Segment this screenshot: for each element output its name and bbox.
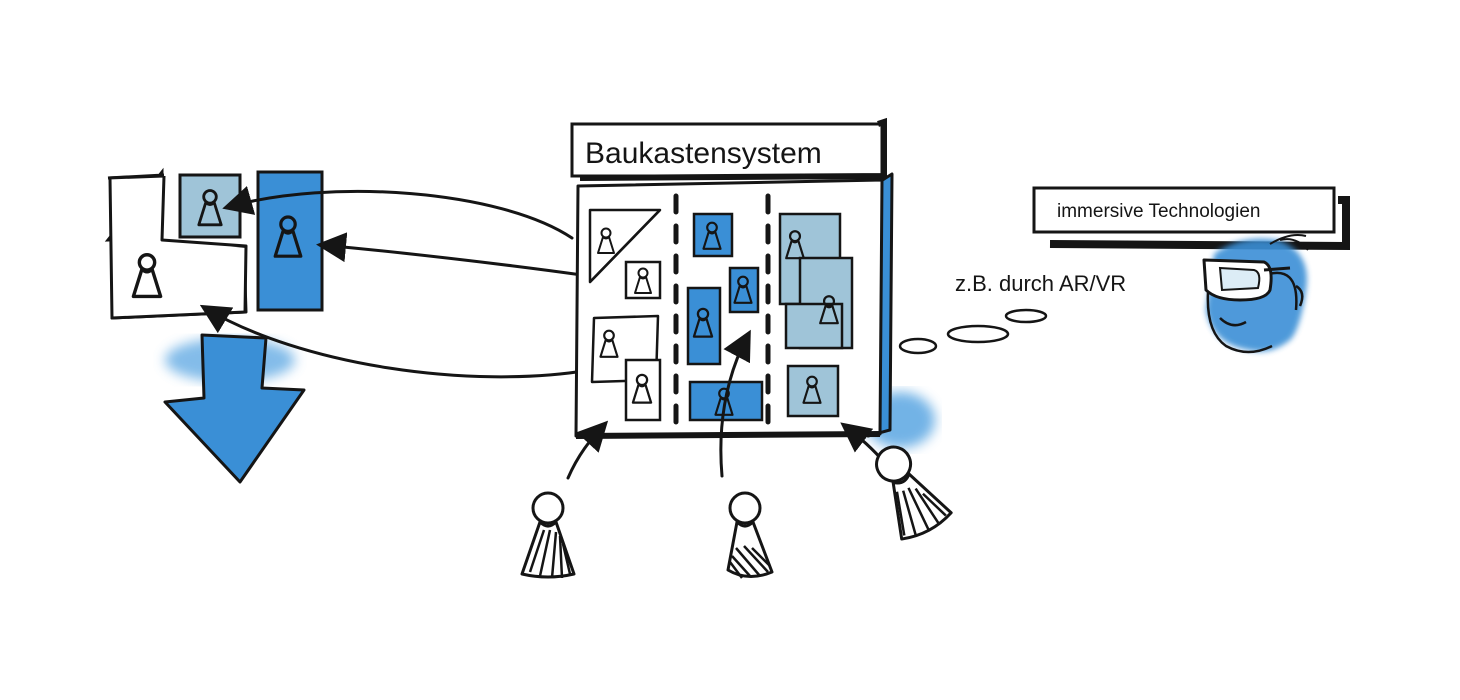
down-arrow-icon bbox=[163, 333, 306, 484]
immersive-tech bbox=[898, 186, 1350, 355]
game-pawn-icon bbox=[520, 491, 576, 579]
module-board bbox=[566, 117, 935, 480]
tech-label: immersive Technologien bbox=[1057, 201, 1261, 222]
result-layout bbox=[104, 167, 324, 484]
vr-person-icon bbox=[1202, 234, 1309, 354]
board-title: Baukastensystem bbox=[585, 137, 822, 170]
game-pawn-icon bbox=[726, 491, 774, 579]
game-pawn-icon bbox=[875, 445, 953, 541]
user-pawns bbox=[520, 445, 953, 579]
via-label: z.B. durch AR/VR bbox=[955, 271, 1127, 296]
